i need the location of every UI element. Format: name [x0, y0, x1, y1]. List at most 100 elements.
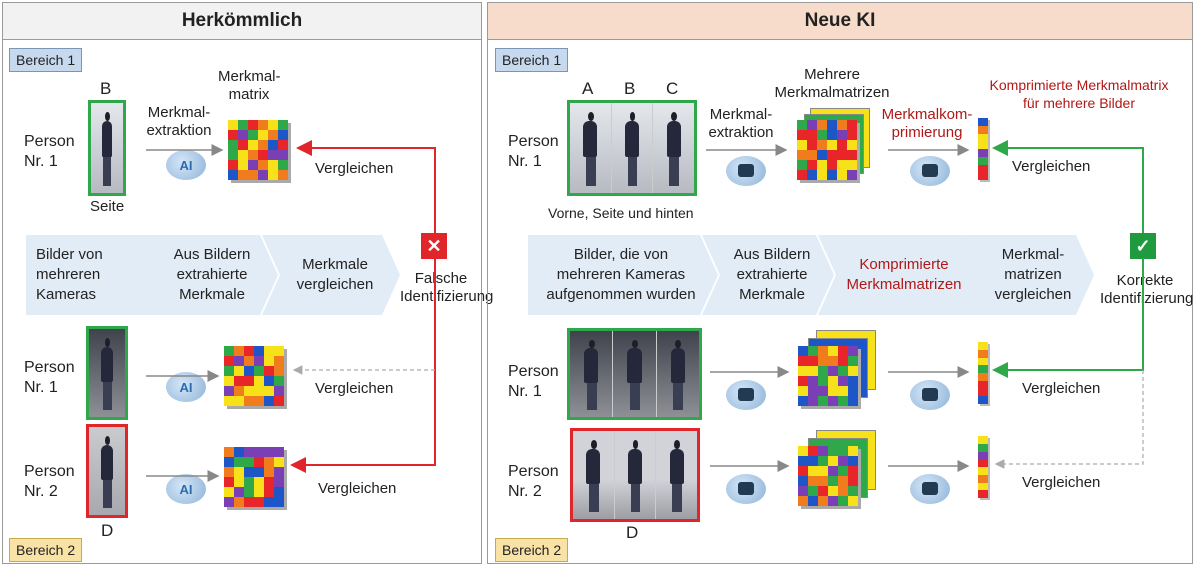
matrix-cell	[808, 366, 818, 376]
arrow-extraction	[146, 144, 224, 482]
matrix-cell	[244, 346, 254, 356]
vector-cell	[978, 156, 988, 165]
person-label-1: Person Nr. 1	[24, 133, 75, 170]
step-extracted-features: Aus Bildern extrahierte Merkmale	[702, 235, 834, 315]
vector-cell	[978, 443, 988, 452]
matrix-cell	[828, 446, 838, 456]
matrix-cell	[808, 386, 818, 396]
compressed-vector	[978, 342, 988, 404]
matrix-cell	[798, 356, 808, 366]
matrix-cell	[848, 356, 858, 366]
matrix-cell	[278, 140, 288, 150]
matrix-cell	[797, 170, 807, 180]
matrix-cell	[248, 130, 258, 140]
matrix-cell	[808, 346, 818, 356]
matrix-cell	[827, 150, 837, 160]
matrix-cell	[798, 386, 808, 396]
matrix-cell	[274, 497, 284, 507]
matrix-cell	[838, 496, 848, 506]
matrix-cell	[224, 497, 234, 507]
matrix-cell	[244, 386, 254, 396]
matrix-cell	[798, 486, 808, 496]
matrix-cell	[848, 496, 858, 506]
photo-person-1-lower	[567, 328, 702, 420]
matrix-cell	[798, 466, 808, 476]
matrix-cell	[274, 356, 284, 366]
matrix-cell	[234, 356, 244, 366]
vector-cell	[978, 164, 988, 173]
vector-cell	[978, 380, 988, 389]
matrix-cell	[848, 476, 858, 486]
matrix-cell	[818, 446, 828, 456]
matrix-cell	[828, 356, 838, 366]
matrix-cell	[818, 476, 828, 486]
side-label: Seite	[90, 198, 125, 215]
matrix-cell	[234, 386, 244, 396]
matrix-cell	[258, 160, 268, 170]
matrix-cell	[818, 376, 828, 386]
matrix-cell	[827, 170, 837, 180]
matrix-cell	[848, 456, 858, 466]
matrix-cell	[268, 120, 278, 130]
matrix-cell	[274, 366, 284, 376]
matrix-cell	[254, 497, 264, 507]
person-figure	[89, 329, 125, 417]
matrix-cell	[808, 466, 818, 476]
compare-label-1: Vergleichen	[315, 160, 394, 177]
matrix-cell	[264, 467, 274, 477]
matrix-cell	[274, 477, 284, 487]
matrix-cell	[274, 467, 284, 477]
matrix-cell	[848, 466, 858, 476]
matrix-cell	[268, 150, 278, 160]
matrix-cell	[797, 130, 807, 140]
matrix-title: Merkmal- matrix	[218, 68, 281, 103]
matrix-cell	[848, 386, 858, 396]
compressed-vector	[978, 118, 988, 180]
vector-cell	[978, 118, 988, 126]
vector-cell	[978, 133, 988, 142]
label-c: C	[666, 79, 679, 98]
matrix-cell	[828, 486, 838, 496]
matrix-cell	[248, 160, 258, 170]
panel-conventional: Herkömmlich	[2, 2, 482, 564]
vector-cell	[978, 149, 988, 157]
matrix-cell	[244, 487, 254, 497]
matrix-cell	[254, 366, 264, 376]
matrix-cell	[268, 160, 278, 170]
matrix-cell	[258, 120, 268, 130]
matrix-cell	[798, 446, 808, 456]
feature-matrix	[798, 346, 858, 406]
vector-cell	[978, 482, 988, 491]
matrix-cell	[238, 170, 248, 180]
matrix-cell	[838, 456, 848, 466]
area-2-badge: Bereich 2	[495, 538, 569, 562]
views-label: Vorne, Seite und hinten	[548, 205, 694, 221]
ai-brain-icon	[726, 474, 766, 504]
area-1-badge: Bereich 1	[495, 48, 569, 72]
matrix-cell	[224, 457, 234, 467]
matrix-cell	[837, 170, 847, 180]
matrix-cell	[837, 120, 847, 130]
matrix-cell	[818, 486, 828, 496]
ai-brain-icon	[726, 380, 766, 410]
matrix-cell	[254, 467, 264, 477]
matrix-cell	[234, 366, 244, 376]
matrix-cell	[264, 366, 274, 376]
compare-label-3: Vergleichen	[1022, 474, 1101, 491]
matrix-cell	[224, 467, 234, 477]
step-camera-images: Bilder, die von mehreren Kameras aufgeno…	[528, 235, 718, 315]
matrix-cell	[254, 447, 264, 457]
matrix-cell	[797, 160, 807, 170]
matrix-cell	[828, 376, 838, 386]
matrix-cell	[828, 346, 838, 356]
compare-label-2: Vergleichen	[1022, 380, 1101, 397]
matrix-cell	[828, 476, 838, 486]
step-extracted-features: Aus Bildern extrahierte Merkmale	[138, 235, 278, 315]
step-compare-features: Merkmale vergleichen	[262, 235, 400, 315]
matrix-cell	[817, 170, 827, 180]
person-figure	[655, 331, 699, 417]
label-d: D	[101, 521, 114, 540]
vector-cell	[978, 436, 988, 444]
matrix-cell	[818, 356, 828, 366]
photo-person-2	[570, 428, 700, 522]
